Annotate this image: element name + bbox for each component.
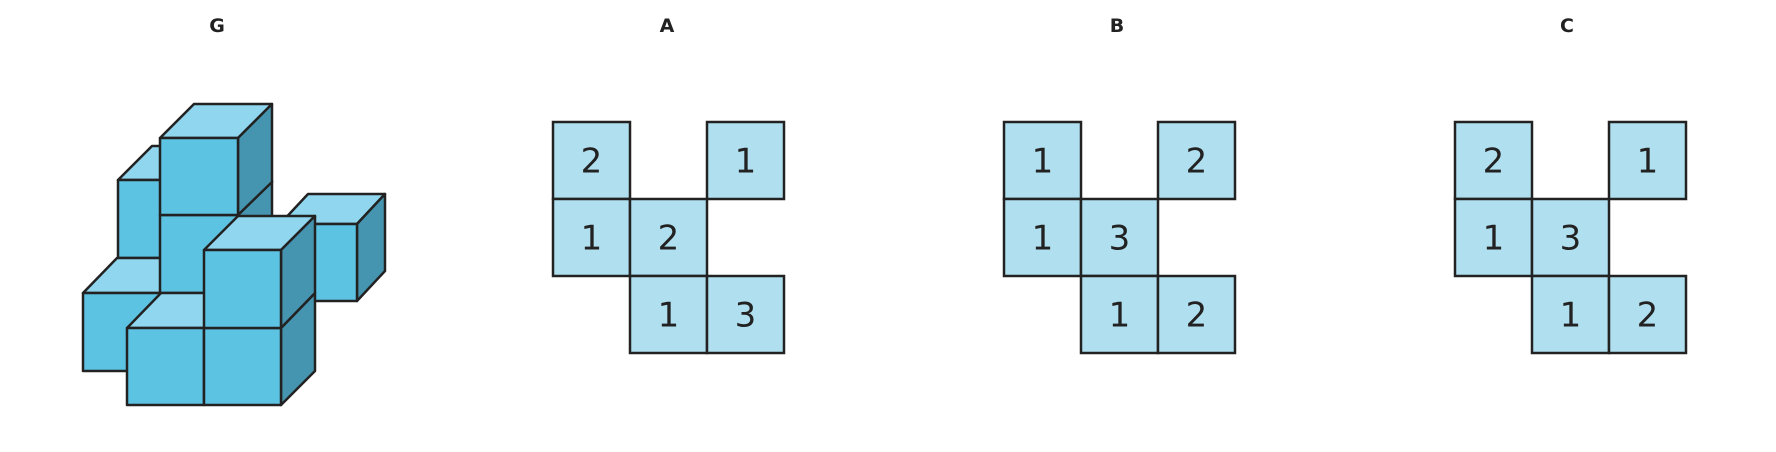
cell-number: 2 (581, 142, 603, 182)
grid-cell (705, 274, 786, 355)
cube-stack (81, 102, 387, 407)
cell-number: 3 (735, 296, 757, 336)
panel-title-b: B (1110, 15, 1124, 37)
panel-title-c: C (1560, 15, 1574, 37)
grid-cell (1079, 197, 1160, 278)
cell-number: 1 (735, 142, 757, 182)
cell-number: 3 (1109, 219, 1131, 259)
panel-title-a: A (660, 15, 675, 37)
cube (202, 291, 317, 407)
cell-number: 1 (1483, 219, 1505, 259)
cell-number: 2 (1186, 296, 1208, 336)
cell-number: 2 (1186, 142, 1208, 182)
net-b: 1 2 1 3 1 2 (1002, 120, 1237, 355)
grid-cell (628, 274, 709, 355)
net-a: 2 1 1 2 1 3 (551, 120, 786, 355)
grid-cell (705, 120, 786, 201)
grid-cell (628, 197, 709, 278)
panel-title-g: G (209, 15, 225, 37)
cell-number: 3 (1560, 219, 1582, 259)
cube (202, 214, 317, 330)
grid-cell (1607, 120, 1688, 201)
cell-number: 1 (1560, 296, 1582, 336)
grid-cell (1156, 274, 1237, 355)
cell-number: 1 (581, 219, 603, 259)
grid-cell (1156, 120, 1237, 201)
cell-number: 1 (1637, 142, 1659, 182)
grid-cell (1530, 197, 1611, 278)
cell-number: 1 (1109, 296, 1131, 336)
grid-cell (1079, 274, 1160, 355)
cell-number: 1 (1032, 219, 1054, 259)
grid-cell (1002, 120, 1083, 201)
net-c: 2 1 1 3 1 2 (1453, 120, 1688, 355)
cell-number: 2 (1483, 142, 1505, 182)
cell-number: 1 (658, 296, 680, 336)
grid-cell (1607, 274, 1688, 355)
grid-cell (1530, 274, 1611, 355)
cell-number: 2 (1637, 296, 1659, 336)
grid-cell (1453, 120, 1534, 201)
cell-number: 2 (658, 219, 680, 259)
cube (158, 102, 274, 217)
cell-number: 1 (1032, 142, 1054, 182)
